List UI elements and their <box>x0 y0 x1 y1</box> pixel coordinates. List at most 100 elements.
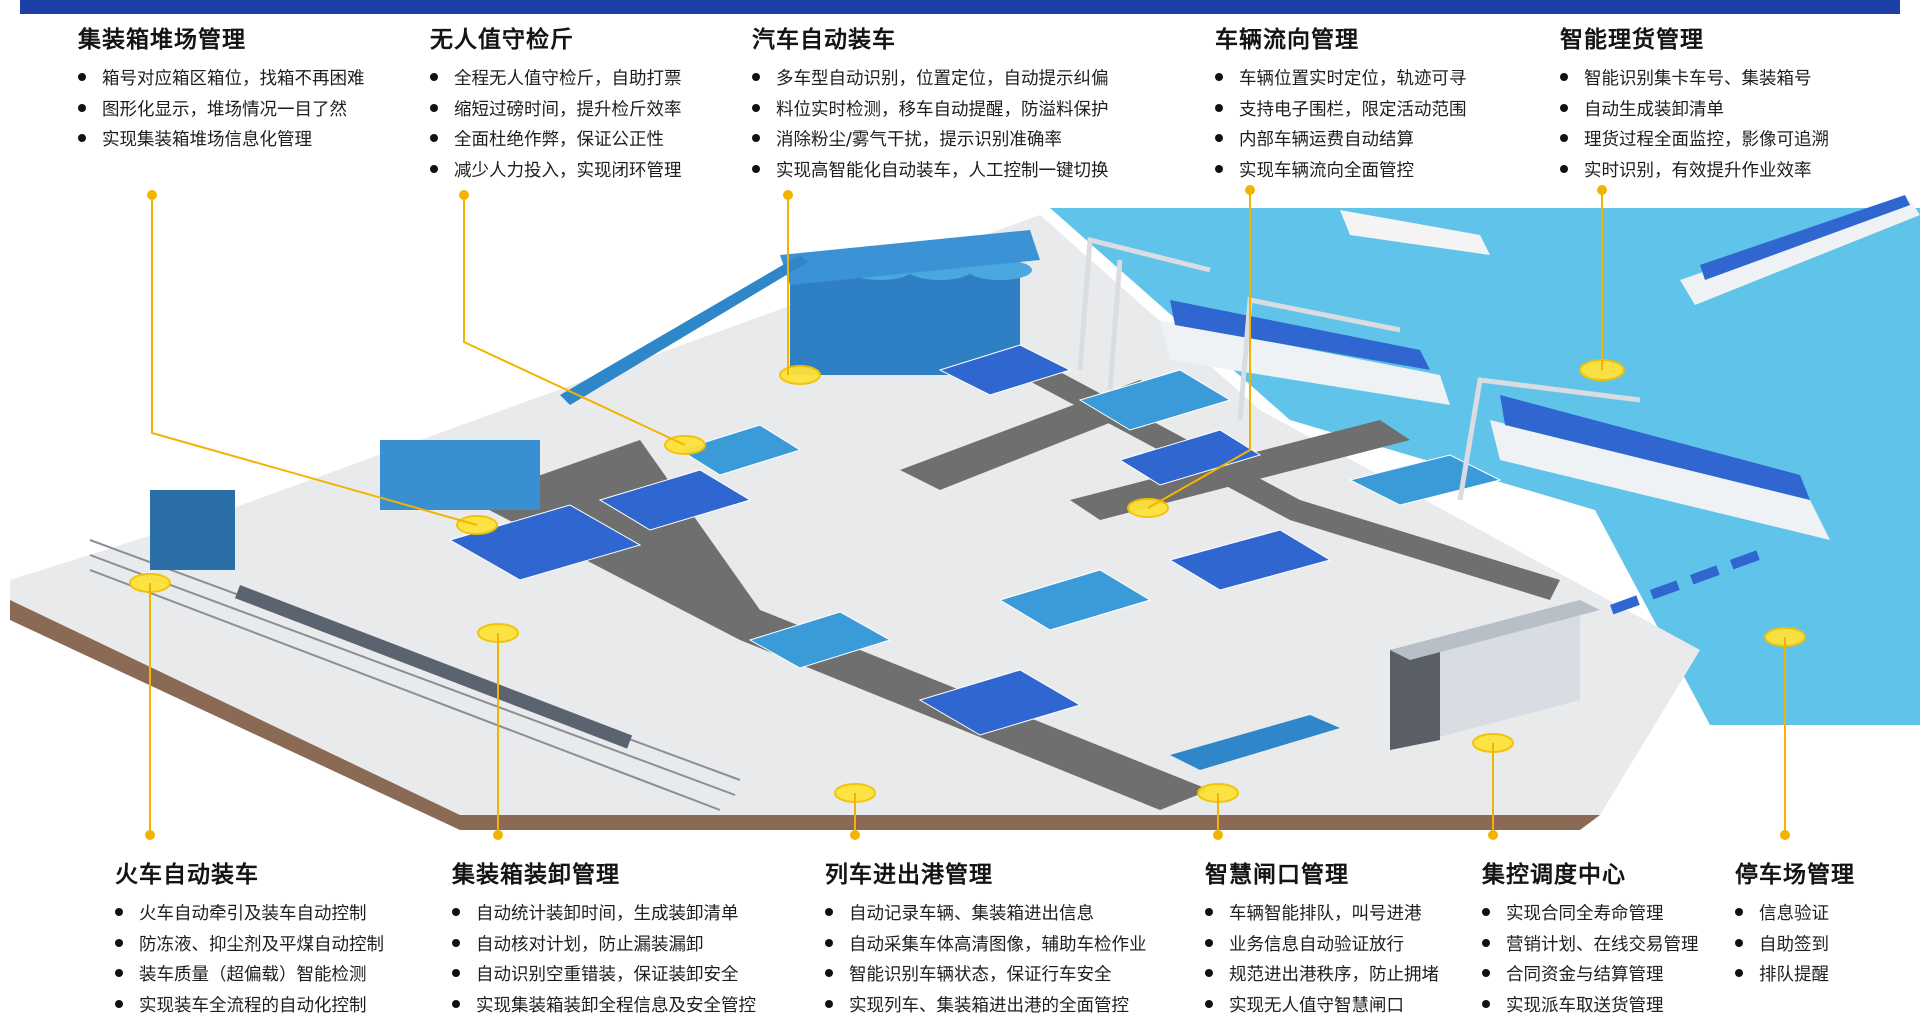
feature-item: 自动统计装卸时间，生成装卸清单 <box>452 899 756 930</box>
bullet-icon <box>1205 1000 1213 1008</box>
bullet-icon <box>825 908 833 916</box>
feature-title: 火车自动装车 <box>115 855 384 889</box>
bullet-icon <box>825 969 833 977</box>
feature-train-port-entry: 列车进出港管理 自动记录车辆、集装箱进出信息 自动采集车体高清图像，辅助车检作业… <box>825 855 1147 1021</box>
feature-item: 箱号对应箱区箱位，找箱不再困难 <box>78 64 365 95</box>
bullet-icon <box>1482 908 1490 916</box>
bullet-icon <box>452 908 460 916</box>
bullet-icon <box>752 104 760 112</box>
bullet-icon <box>1205 969 1213 977</box>
feature-item: 智能识别车辆状态，保证行车安全 <box>825 960 1147 991</box>
feature-control-center: 集控调度中心 实现合同全寿命管理 营销计划、在线交易管理 合同资金与结算管理 实… <box>1482 855 1699 1021</box>
feature-item: 自动核对计划，防止漏装漏卸 <box>452 930 756 961</box>
feature-title: 汽车自动装车 <box>752 20 1109 54</box>
bullet-icon <box>1560 165 1568 173</box>
marker-truck-loading <box>780 366 820 384</box>
bullet-icon <box>430 104 438 112</box>
bullet-icon <box>1482 939 1490 947</box>
feature-item: 实现列车、集装箱进出港的全面管控 <box>825 991 1147 1021</box>
bullet-icon <box>1735 939 1743 947</box>
bullet-icon <box>1215 134 1223 142</box>
feature-item: 多车型自动识别，位置定位，自动提示纠偏 <box>752 64 1109 95</box>
bullet-icon <box>78 73 86 81</box>
feature-item: 智能识别集卡车号、集装箱号 <box>1560 64 1829 95</box>
bullet-icon <box>430 165 438 173</box>
feature-item: 防冻液、抑尘剂及平煤自动控制 <box>115 930 384 961</box>
bullet-icon <box>1205 939 1213 947</box>
feature-item: 实时识别，有效提升作业效率 <box>1560 156 1829 187</box>
feature-item: 规范进出港秩序，防止拥堵 <box>1205 960 1439 991</box>
feature-item: 自动生成装卸清单 <box>1560 95 1829 126</box>
feature-item: 实现无人值守智慧闸口 <box>1205 991 1439 1021</box>
bullet-icon <box>1215 73 1223 81</box>
bullet-icon <box>1560 104 1568 112</box>
feature-item: 自动记录车辆、集装箱进出信息 <box>825 899 1147 930</box>
feature-parking-management: 停车场管理 信息验证 自助签到 排队提醒 <box>1735 855 1855 991</box>
feature-title: 智慧闸口管理 <box>1205 855 1439 889</box>
loading-tower <box>150 490 235 570</box>
feature-smart-tally: 智能理货管理 智能识别集卡车号、集装箱号 自动生成装卸清单 理货过程全面监控，影… <box>1560 20 1829 186</box>
bullet-icon <box>1482 1000 1490 1008</box>
feature-item: 缩短过磅时间，提升检斤效率 <box>430 95 682 126</box>
bullet-icon <box>452 969 460 977</box>
feature-item: 实现高智能化自动装车，人工控制一键切换 <box>752 156 1109 187</box>
bullet-icon <box>115 969 123 977</box>
feature-title: 集装箱堆场管理 <box>78 20 365 54</box>
bullet-icon <box>430 134 438 142</box>
bullet-icon <box>115 908 123 916</box>
feature-vehicle-flow: 车辆流向管理 车辆位置实时定位，轨迹可寻 支持电子围栏，限定活动范围 内部车辆运… <box>1215 20 1467 186</box>
feature-title: 智能理货管理 <box>1560 20 1829 54</box>
storage-shed <box>380 440 540 510</box>
feature-title: 车辆流向管理 <box>1215 20 1467 54</box>
feature-title: 无人值守检斤 <box>430 20 682 54</box>
feature-item: 装车质量（超偏载）智能检测 <box>115 960 384 991</box>
feature-unattended-weighing: 无人值守检斤 全程无人值守检斤，自助打票 缩短过磅时间，提升检斤效率 全面杜绝作… <box>430 20 682 186</box>
bullet-icon <box>825 1000 833 1008</box>
feature-item: 排队提醒 <box>1735 960 1855 991</box>
feature-item: 消除粉尘/雾气干扰，提示识别准确率 <box>752 125 1109 156</box>
bullet-icon <box>1215 104 1223 112</box>
bullet-icon <box>1482 969 1490 977</box>
feature-title: 列车进出港管理 <box>825 855 1147 889</box>
feature-item: 营销计划、在线交易管理 <box>1482 930 1699 961</box>
feature-title: 集控调度中心 <box>1482 855 1699 889</box>
feature-item: 内部车辆运费自动结算 <box>1215 125 1467 156</box>
bullet-icon <box>452 939 460 947</box>
bullet-icon <box>115 939 123 947</box>
feature-item: 实现装车全流程的自动化控制 <box>115 991 384 1021</box>
feature-item: 自动采集车体高清图像，辅助车检作业 <box>825 930 1147 961</box>
feature-item: 减少人力投入，实现闭环管理 <box>430 156 682 187</box>
feature-item: 业务信息自动验证放行 <box>1205 930 1439 961</box>
feature-item: 图形化显示，堆场情况一目了然 <box>78 95 365 126</box>
feature-title: 停车场管理 <box>1735 855 1855 889</box>
feature-item: 料位实时检测，移车自动提醒，防溢料保护 <box>752 95 1109 126</box>
feature-train-auto-loading: 火车自动装车 火车自动牵引及装车自动控制 防冻液、抑尘剂及平煤自动控制 装车质量… <box>115 855 384 1021</box>
feature-item: 信息验证 <box>1735 899 1855 930</box>
bullet-icon <box>752 73 760 81</box>
feature-item: 自助签到 <box>1735 930 1855 961</box>
feature-item: 自动识别空重错装，保证装卸安全 <box>452 960 756 991</box>
feature-item: 实现集装箱装卸全程信息及安全管控 <box>452 991 756 1021</box>
feature-item: 合同资金与结算管理 <box>1482 960 1699 991</box>
feature-item: 全程无人值守检斤，自助打票 <box>430 64 682 95</box>
feature-truck-auto-loading: 汽车自动装车 多车型自动识别，位置定位，自动提示纠偏 料位实时检测，移车自动提醒… <box>752 20 1109 186</box>
bullet-icon <box>1560 73 1568 81</box>
bullet-icon <box>1560 134 1568 142</box>
feature-item: 实现合同全寿命管理 <box>1482 899 1699 930</box>
feature-item: 实现派车取送货管理 <box>1482 991 1699 1021</box>
feature-item: 支持电子围栏，限定活动范围 <box>1215 95 1467 126</box>
feature-yard-management: 集装箱堆场管理 箱号对应箱区箱位，找箱不再困难 图形化显示，堆场情况一目了然 实… <box>78 20 365 156</box>
feature-item: 全面杜绝作弊，保证公正性 <box>430 125 682 156</box>
bullet-icon <box>78 104 86 112</box>
bullet-icon <box>825 939 833 947</box>
feature-item: 车辆位置实时定位，轨迹可寻 <box>1215 64 1467 95</box>
feature-title: 集装箱装卸管理 <box>452 855 756 889</box>
feature-item: 实现车辆流向全面管控 <box>1215 156 1467 187</box>
feature-container-handling: 集装箱装卸管理 自动统计装卸时间，生成装卸清单 自动核对计划，防止漏装漏卸 自动… <box>452 855 756 1021</box>
bullet-icon <box>1215 165 1223 173</box>
bullet-icon <box>752 165 760 173</box>
bullet-icon <box>1735 969 1743 977</box>
bullet-icon <box>1205 908 1213 916</box>
feature-item: 实现集装箱堆场信息化管理 <box>78 125 365 156</box>
feature-smart-gate: 智慧闸口管理 车辆智能排队，叫号进港 业务信息自动验证放行 规范进出港秩序，防止… <box>1205 855 1439 1021</box>
